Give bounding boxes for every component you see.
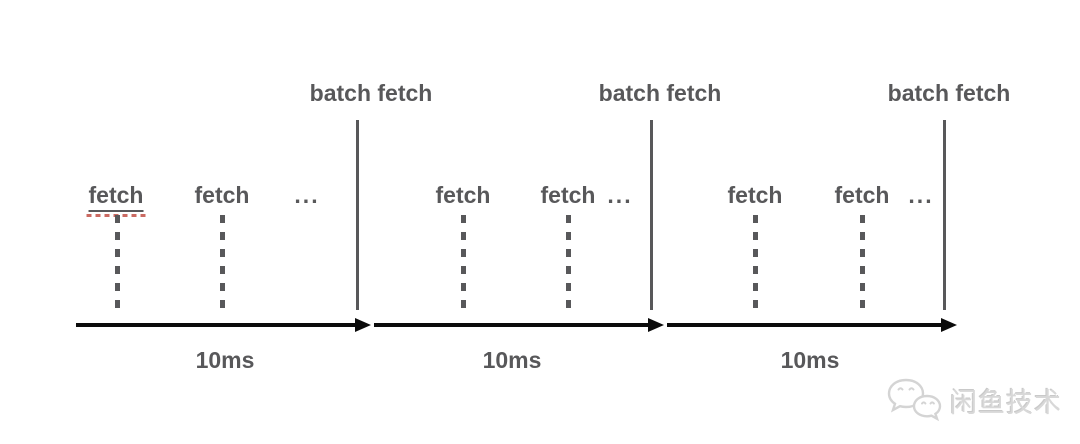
fetch-ellipsis-1: ... — [294, 182, 320, 208]
fetch-dashed-line-1-2 — [220, 215, 225, 315]
fetch-dashed-line-3-1 — [753, 215, 758, 315]
duration-label-2: 10ms — [482, 347, 542, 373]
watermark: 闲鱼技术 — [886, 376, 1062, 424]
fetch-label-2-2: fetch — [540, 182, 596, 208]
fetch-dashed-line-2-2 — [566, 215, 571, 315]
batch-boundary-line-1 — [356, 120, 359, 310]
batch-fetch-label-2: batch fetch — [598, 80, 722, 106]
timeline-segment-1 — [76, 323, 355, 327]
fetch-dashed-line-2-1 — [461, 215, 466, 315]
fetch-label-1-1: fetch — [86, 182, 146, 217]
duration-label-3: 10ms — [780, 347, 840, 373]
timeline-segment-3 — [667, 323, 941, 327]
fetch-dashed-line-1-1 — [115, 215, 120, 315]
batch-boundary-line-2 — [650, 120, 653, 310]
arrow-head-icon-2 — [648, 318, 664, 332]
wechat-chat-bubbles-icon — [887, 378, 942, 422]
arrow-head-icon-1 — [355, 318, 371, 332]
batch-boundary-line-3 — [943, 120, 946, 310]
fetch-label-2-1: fetch — [435, 182, 491, 208]
timeline-segment-2 — [374, 323, 648, 327]
fetch-label-3-1: fetch — [727, 182, 783, 208]
fetch-label-1-2: fetch — [194, 182, 250, 208]
fetch-dashed-line-3-2 — [860, 215, 865, 315]
batch-fetch-label-3: batch fetch — [887, 80, 1011, 106]
watermark-text: 闲鱼技术 — [950, 387, 1062, 418]
duration-label-1: 10ms — [195, 347, 255, 373]
batch-fetch-label-1: batch fetch — [309, 80, 433, 106]
fetch-ellipsis-3: ... — [908, 182, 934, 208]
fetch-label-3-2: fetch — [834, 182, 890, 208]
fetch-ellipsis-2: ... — [607, 182, 633, 208]
arrow-head-icon-3 — [941, 318, 957, 332]
